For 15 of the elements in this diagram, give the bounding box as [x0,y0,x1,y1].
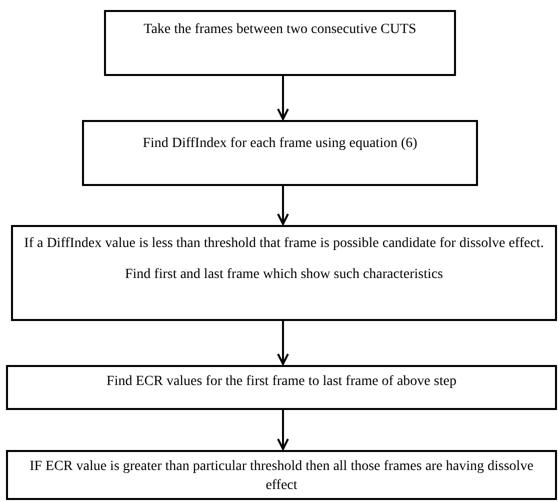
step-text: Take the frames between two consecutive CUTS [144,21,416,39]
step-text: Find ECR values for the first frame to last frame of above step [106,373,456,391]
arrow [277,321,289,365]
process-box [6,450,557,500]
step-text: Find first and last frame which show such characteristics [124,266,444,284]
arrow [277,76,289,120]
process-box [11,225,557,321]
arrow [277,410,289,450]
step-text: Find DiffIndex for each frame using equation (6) [142,135,418,153]
process-box [104,10,456,76]
arrow [277,186,289,225]
step-text: IF ECR value is greater than particular threshold then all those frames are having dissolve effect [28,458,534,495]
step-text: If a DiffIndex value is less than threshold that frame is possible candidate for dissolve effect. [24,235,544,253]
process-box [82,120,478,186]
process-box [6,365,557,410]
